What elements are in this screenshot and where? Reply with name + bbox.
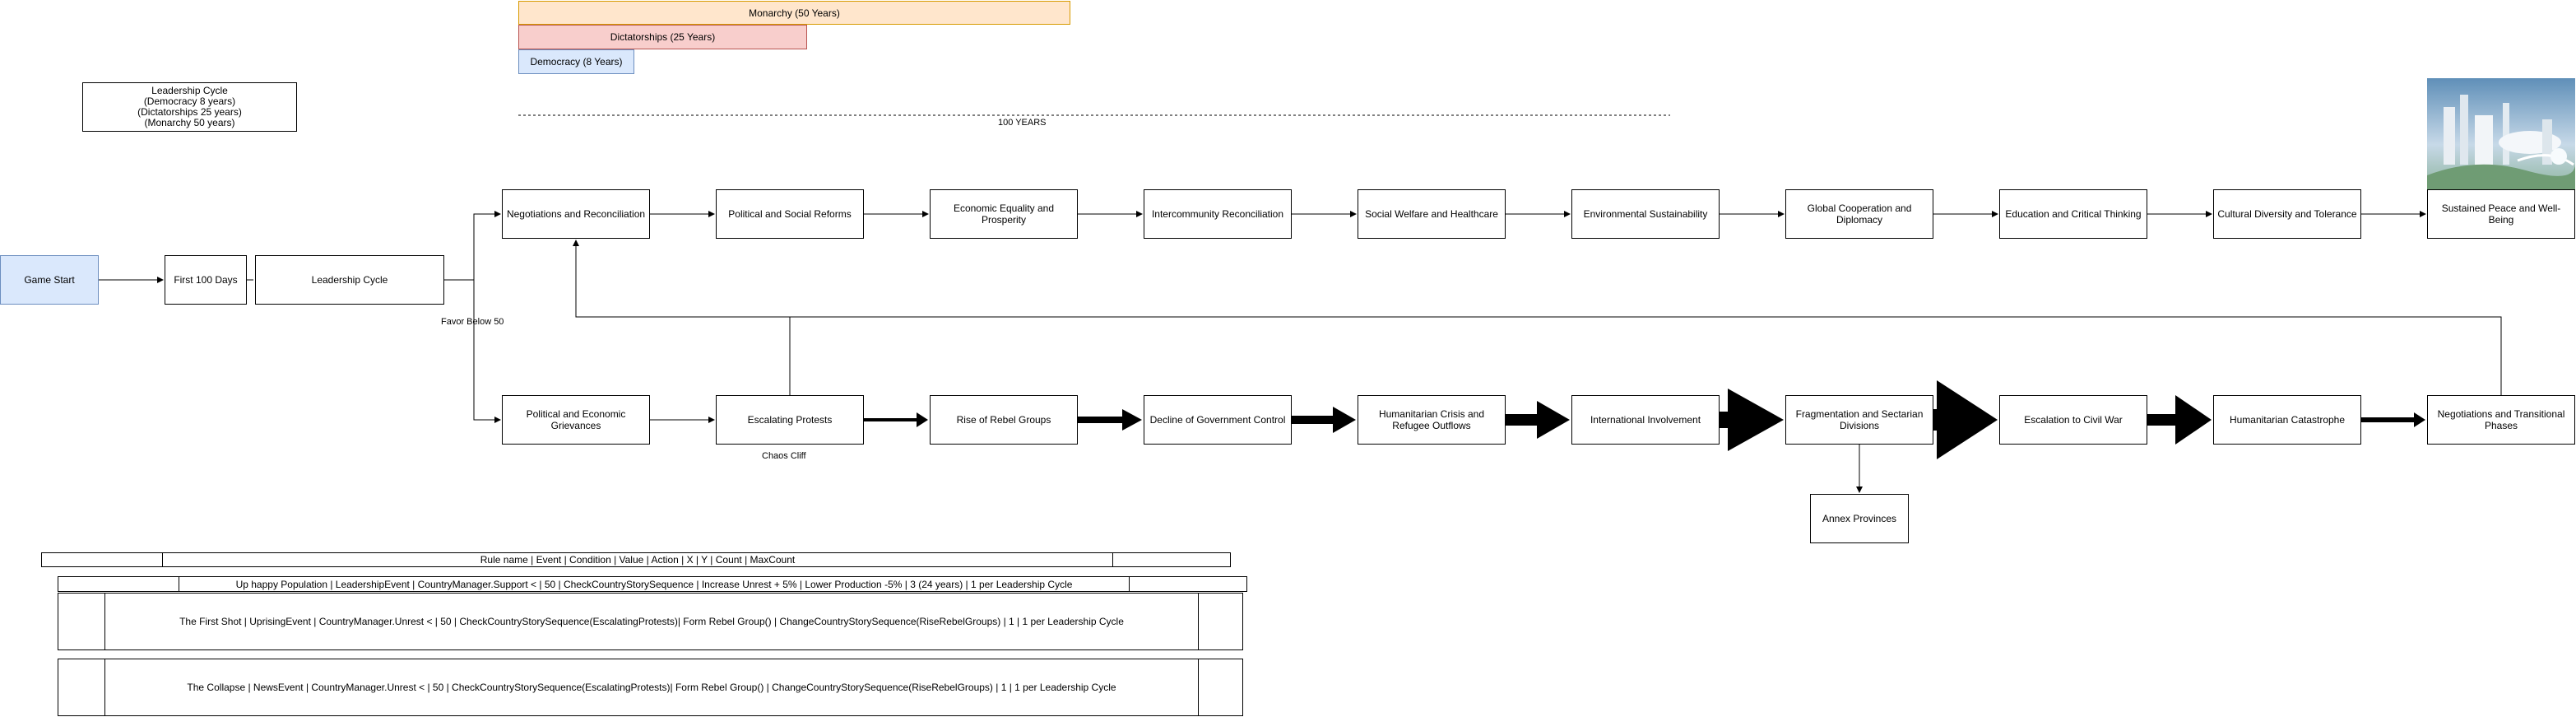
note-line-1: Leadership Cycle [151,85,228,96]
favor-below-label: Favor Below 50 [441,317,504,327]
peace-node-label: Global Cooperation and Diplomacy [1807,203,1912,226]
peace-node-label: Political and Social Reforms [728,208,852,220]
rule-row-1: Up happy Population | LeadershipEvent | … [58,576,1247,592]
leadership-cycle-note[interactable]: Leadership Cycle (Democracy 8 years) (Di… [82,82,297,132]
conflict-node-label: International Involvement [1590,414,1701,426]
conflict-node-3[interactable]: Rise of Rebel Groups [930,395,1078,445]
peace-node-label: Sustained Peace and Well-Being [2441,203,2561,226]
annex-provinces-label: Annex Provinces [1822,513,1897,524]
rules-header-cell[interactable]: Rule name | Event | Condition | Value | … [162,553,1113,566]
game-start-label: Game Start [24,274,75,286]
note-line-3: (Dictatorships 25 years) [137,106,242,118]
dictatorships-label: Dictatorships (25 Years) [610,31,716,43]
rule-row-3-cell[interactable]: The Collapse | NewsEvent | CountryManage… [104,659,1199,715]
peace-node-label: Economic Equality and Prosperity [953,203,1055,226]
conflict-node-label: Decline of Government Control [1149,414,1286,426]
first-100-days-label: First 100 Days [174,274,238,286]
democracy-bar: Democracy (8 Years) [518,49,634,74]
conflict-node-10[interactable]: Negotiations and Transitional Phases [2427,395,2575,445]
conflict-node-8[interactable]: Escalation to Civil War [1999,395,2147,445]
note-line-4: (Monarchy 50 years) [144,117,235,128]
peace-node-1[interactable]: Negotiations and Reconciliation [502,189,650,239]
rules-header-left-cell [42,553,162,566]
chaos-cliff-label: Chaos Cliff [762,451,806,461]
peace-node-label: Environmental Sustainability [1583,208,1708,220]
democracy-label: Democracy (8 Years) [530,56,623,68]
futuristic-city-image [2427,78,2575,189]
peace-node-label: Negotiations and Reconciliation [506,208,646,220]
conflict-node-4[interactable]: Decline of Government Control [1144,395,1292,445]
monarchy-label: Monarchy (50 Years) [749,7,840,19]
game-start-node[interactable]: Game Start [0,255,99,305]
conflict-node-label: Political and Economic Grievances [526,408,626,431]
edge-cycle-to-peace [444,211,501,281]
rule-row-2-left-cell [58,594,104,649]
rule-row-2-text: The First Shot | UprisingEvent | Country… [179,616,1124,627]
leadership-cycle-node[interactable]: Leadership Cycle [255,255,444,305]
peace-node-8[interactable]: Education and Critical Thinking [1999,189,2147,239]
rule-row-1-cell[interactable]: Up happy Population | LeadershipEvent | … [179,577,1130,591]
rules-header-row: Rule name | Event | Condition | Value | … [41,552,1231,567]
conflict-path-arrows [650,380,2425,459]
conflict-node-5[interactable]: Humanitarian Crisis and Refugee Outflows [1358,395,1506,445]
rule-row-3: The Collapse | NewsEvent | CountryManage… [58,659,1243,716]
conflict-node-label: Negotiations and Transitional Phases [2437,408,2565,431]
conflict-node-9[interactable]: Humanitarian Catastrophe [2213,395,2361,445]
rule-row-2-cell[interactable]: The First Shot | UprisingEvent | Country… [104,594,1199,649]
peace-node-label: Education and Critical Thinking [2005,208,2142,220]
peace-node-3[interactable]: Economic Equality and Prosperity [930,189,1078,239]
conflict-node-label: Fragmentation and Sectarian Divisions [1795,408,1924,431]
monarchy-bar: Monarchy (50 Years) [518,1,1070,25]
leadership-cycle-label: Leadership Cycle [311,274,388,286]
peace-node-label: Intercommunity Reconciliation [1151,208,1284,220]
peace-node-7[interactable]: Global Cooperation and Diplomacy [1785,189,1933,239]
peace-node-9[interactable]: Cultural Diversity and Tolerance [2213,189,2361,239]
hundred-years-label: 100 YEARS [998,118,1047,128]
conflict-node-6[interactable]: International Involvement [1571,395,1720,445]
rule-row-1-text: Up happy Population | LeadershipEvent | … [235,578,1073,590]
rule-row-3-text: The Collapse | NewsEvent | CountryManage… [187,682,1116,693]
conflict-node-label: Humanitarian Catastrophe [2229,414,2346,426]
peace-node-2[interactable]: Political and Social Reforms [716,189,864,239]
note-line-2: (Democracy 8 years) [143,95,236,107]
peace-node-5[interactable]: Social Welfare and Healthcare [1358,189,1506,239]
conflict-node-1[interactable]: Political and Economic Grievances [502,395,650,445]
edge-return-to-negotiations [573,240,2502,395]
rule-row-3-left-cell [58,659,104,715]
conflict-node-label: Humanitarian Crisis and Refugee Outflows [1378,408,1485,431]
peace-node-4[interactable]: Intercommunity Reconciliation [1144,189,1292,239]
peace-node-label: Social Welfare and Healthcare [1365,208,1498,220]
conflict-node-label: Escalating Protests [747,414,833,426]
peace-node-6[interactable]: Environmental Sustainability [1571,189,1720,239]
peace-node-10[interactable]: Sustained Peace and Well-Being [2427,189,2575,239]
peace-node-label: Cultural Diversity and Tolerance [2217,208,2357,220]
rules-header-text: Rule name | Event | Condition | Value | … [480,554,796,566]
conflict-node-label: Rise of Rebel Groups [956,414,1051,426]
edge-cycle-to-conflict [473,280,501,423]
rule-row-1-left-cell [58,577,179,591]
dictatorships-bar: Dictatorships (25 Years) [518,25,807,49]
rule-row-2: The First Shot | UprisingEvent | Country… [58,593,1243,650]
conflict-node-2[interactable]: Escalating Protests [716,395,864,445]
annex-provinces-node[interactable]: Annex Provinces [1810,494,1909,543]
conflict-node-label: Escalation to Civil War [2024,414,2123,426]
first-100-days-node[interactable]: First 100 Days [165,255,247,305]
conflict-node-7[interactable]: Fragmentation and Sectarian Divisions [1785,395,1933,445]
